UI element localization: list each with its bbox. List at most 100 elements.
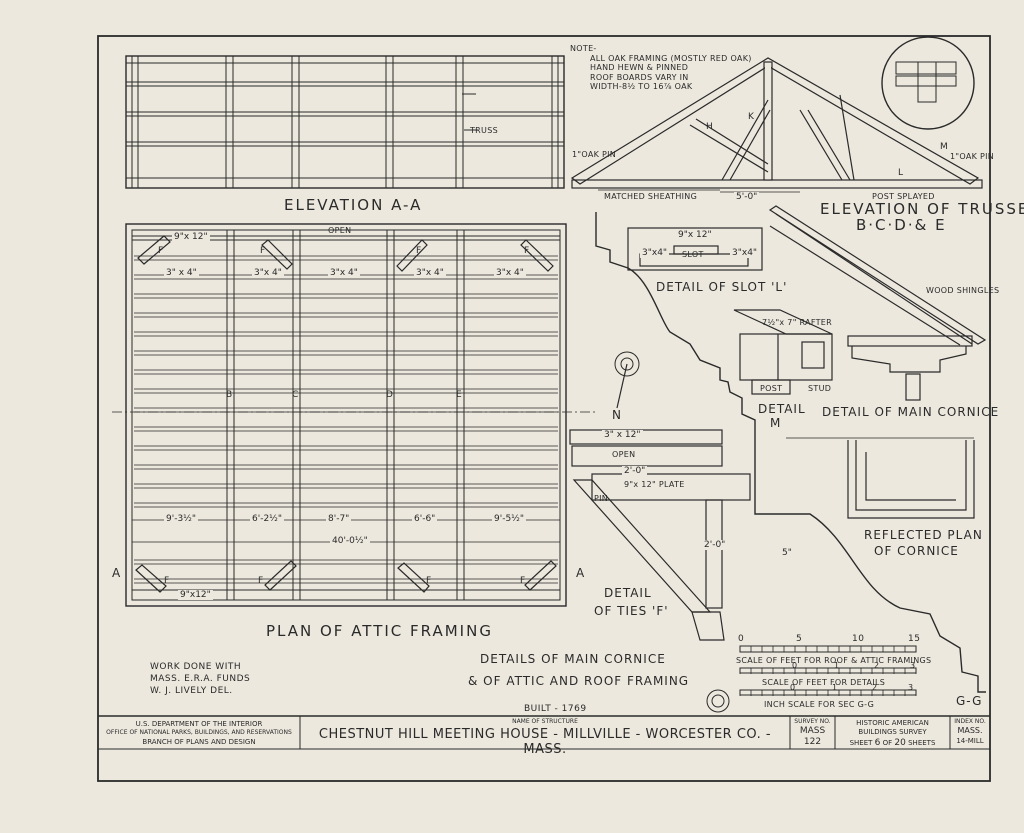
post-joint-circle-detail bbox=[881, 36, 975, 130]
truss-letter-m: M bbox=[940, 142, 949, 152]
ties-pin-label: PIN bbox=[594, 494, 609, 503]
slot-detail-drawing bbox=[627, 227, 763, 271]
scale-roof-tick: 15 bbox=[908, 634, 921, 644]
detail-m-drawing bbox=[733, 309, 833, 395]
dim-slot-9x12: 9"x 12" bbox=[676, 230, 714, 240]
index-line-1: MASS. bbox=[957, 726, 983, 735]
scale-detail-tick: 1 bbox=[834, 661, 840, 670]
cornice-detail-drawing bbox=[768, 205, 987, 401]
dim-truss-5-0: 5'-0" bbox=[734, 192, 760, 202]
reflected-plan-drawing bbox=[786, 437, 975, 519]
wood-shingles-label: WOOD SHINGLES bbox=[926, 286, 1000, 295]
structure-name-label: NAME OF STRUCTURE bbox=[512, 718, 578, 725]
note-line-3: HAND HEWN & PINNED bbox=[590, 63, 689, 72]
title-block bbox=[98, 715, 990, 750]
tie-letter-f: F bbox=[164, 576, 170, 586]
dim-ties-2-0: 2'-0" bbox=[622, 466, 648, 476]
dim-tie-top: 9"x 12" bbox=[172, 232, 210, 242]
post-label: POST bbox=[760, 384, 783, 393]
grid-letter-d: D bbox=[386, 390, 394, 400]
section-marker-a-left: A bbox=[112, 566, 122, 580]
ties-detail-title-1: DETAIL bbox=[604, 586, 652, 600]
dim-overall: 40'-0½" bbox=[330, 536, 370, 546]
scale-roof-tick: 0 bbox=[738, 634, 745, 644]
credit-line-2: MASS. E.R.A. FUNDS bbox=[150, 674, 251, 684]
survey-line-2: 122 bbox=[803, 737, 822, 747]
north-arrow-icon bbox=[614, 351, 640, 409]
survey-line-1: MASS bbox=[799, 726, 826, 736]
oak-pin-left-label: 1"OAK PIN bbox=[572, 150, 617, 159]
ties-detail-drawing bbox=[569, 429, 751, 641]
structure-name: CHESTNUT HILL MEETING HOUSE - MILLVILLE … bbox=[318, 727, 772, 757]
grid-letter-b: B bbox=[226, 390, 233, 400]
scale-detail-tick: 3 bbox=[910, 661, 916, 670]
stud-label: STUD bbox=[808, 384, 832, 393]
dim-bay-4: 6'-6" bbox=[412, 514, 438, 524]
truss-label: TRUSS bbox=[470, 126, 498, 135]
scale-ticks bbox=[739, 646, 917, 696]
slot-detail-title: DETAIL OF SLOT 'L' bbox=[656, 280, 788, 294]
habs-line-1: HISTORIC AMERICAN bbox=[856, 719, 929, 727]
scale-roof-tick: 10 bbox=[852, 634, 865, 644]
note-line-2: ALL OAK FRAMING (MOSTLY RED OAK) bbox=[590, 54, 752, 63]
dim-joist-5: 3"x 4" bbox=[494, 268, 526, 278]
sheet-of: OF bbox=[882, 739, 893, 747]
note-line-5: WIDTH-8½ TO 16⅞ OAK bbox=[590, 82, 693, 91]
oak-pin-right-label: 1"OAK PIN bbox=[950, 152, 995, 161]
truss-letter-l: L bbox=[898, 168, 904, 178]
scale-gg-tick: 1 bbox=[832, 683, 838, 692]
tie-letter-f: F bbox=[260, 246, 266, 256]
slot-label: SLOT bbox=[682, 250, 704, 259]
sheet-label: SHEET bbox=[849, 739, 873, 747]
dim-bay-3: 8'-7" bbox=[326, 514, 352, 524]
agency-line-3: BRANCH OF PLANS AND DESIGN bbox=[142, 738, 256, 746]
plan-diagonal-ties bbox=[135, 235, 557, 593]
built-date: BUILT - 1769 bbox=[524, 704, 587, 714]
cornice-detail-title: DETAIL OF MAIN CORNICE bbox=[822, 405, 1000, 419]
credit-line-3: W. J. LIVELY DEL. bbox=[150, 686, 233, 696]
truss-letter-k: K bbox=[748, 112, 755, 122]
dim-slot-3x4-left: 3"x4" bbox=[640, 248, 670, 258]
trusses-subtitle: B·C·D·& E bbox=[856, 216, 947, 234]
scale-gg-tick: 0 bbox=[790, 683, 796, 692]
tie-letter-f: F bbox=[258, 576, 264, 586]
scale-detail-tick: 0 bbox=[792, 661, 798, 670]
tie-letter-f: F bbox=[158, 246, 164, 256]
sheet-number: SHEET 6 OF 20 SHEETS bbox=[835, 738, 950, 748]
section-gg-label: G-G bbox=[956, 694, 983, 708]
north-label: N bbox=[612, 408, 622, 422]
scale-details-label: SCALE OF FEET FOR DETAILS bbox=[762, 678, 886, 687]
tie-letter-f: F bbox=[426, 576, 432, 586]
dim-joist-1: 3" x 4" bbox=[164, 268, 199, 278]
agency-line-2: OFFICE OF NATIONAL PARKS, BUILDINGS, AND… bbox=[106, 729, 292, 736]
detail-m-title: DETAIL bbox=[758, 402, 806, 416]
dim-bay-5: 9'-5½" bbox=[492, 514, 527, 524]
dim-cornice-5: 5" bbox=[780, 548, 794, 558]
main-title-line-2: & OF ATTIC AND ROOF FRAMING bbox=[468, 674, 690, 688]
scale-detail-tick: 2 bbox=[874, 661, 880, 670]
rafter-label: 7½"x 7" RAFTER bbox=[762, 318, 832, 327]
sheet-border bbox=[97, 35, 991, 782]
index-line-2: 14-MILL bbox=[956, 737, 984, 745]
scale-gg-label: INCH SCALE FOR SEC G-G bbox=[764, 700, 875, 709]
habs-line-2: BUILDINGS SURVEY bbox=[858, 728, 927, 736]
matched-sheathing-label: MATCHED SHEATHING bbox=[604, 192, 698, 201]
reflected-plan-title-1: REFLECTED PLAN bbox=[864, 528, 983, 542]
elevation-aa-drawing bbox=[125, 55, 565, 189]
plan-attic-framing-drawing bbox=[125, 223, 567, 607]
dim-joist-3: 3"x 4" bbox=[328, 268, 360, 278]
open-label: OPEN bbox=[328, 226, 352, 235]
dim-ties-2-0-vertical: 2'-0" bbox=[702, 540, 728, 550]
scale-gg-tick: 2 bbox=[872, 683, 878, 692]
elevation-aa-title: ELEVATION A-A bbox=[284, 196, 423, 214]
note-line-1: NOTE- bbox=[570, 44, 597, 53]
main-cornice-profile-drawing bbox=[595, 212, 986, 693]
trusses-title: ELEVATION OF TRUSSES bbox=[820, 200, 1024, 218]
plate-label: 9"x 12" PLATE bbox=[624, 480, 685, 489]
post-splayed-label: POST SPLAYED bbox=[872, 192, 935, 201]
tie-letter-f: F bbox=[524, 246, 530, 256]
dim-tie-bottom: 9"x12" bbox=[178, 590, 213, 600]
dim-bay-1: 9'-3½" bbox=[164, 514, 199, 524]
dim-slot-3x4-right: 3"x4" bbox=[730, 248, 760, 258]
